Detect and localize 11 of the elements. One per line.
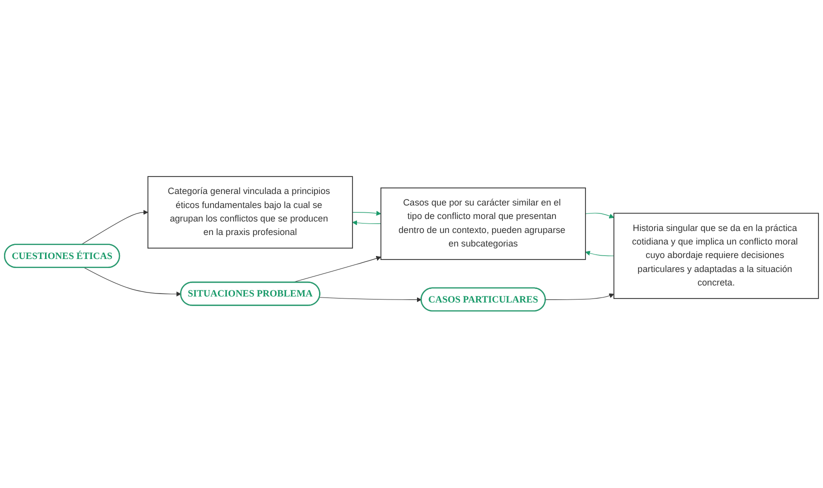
node-box: Historia singular que se da en la práctica cotidiana y que implica un conflicto moral cuyo abordaje requiere decisiones particulares y adaptadas a la situación concreta.	[613, 213, 819, 300]
arrow	[352, 220, 382, 226]
arrow	[352, 211, 382, 216]
arrow	[319, 297, 422, 302]
node-box: Casos que por su carácter similar en el tipo de conflicto moral que presentan dentro de un contexto, pueden agruparse en subcategorias	[380, 188, 586, 260]
node-box: Categoría general vinculada a principios éticos fundamentales bajo la cual se agrupan los conflictos que se producen en la praxis profesional	[147, 176, 353, 249]
arrow	[585, 213, 614, 219]
arrow	[84, 268, 182, 297]
arrow	[545, 294, 614, 300]
arrow	[80, 210, 148, 246]
arrow	[585, 251, 614, 256]
